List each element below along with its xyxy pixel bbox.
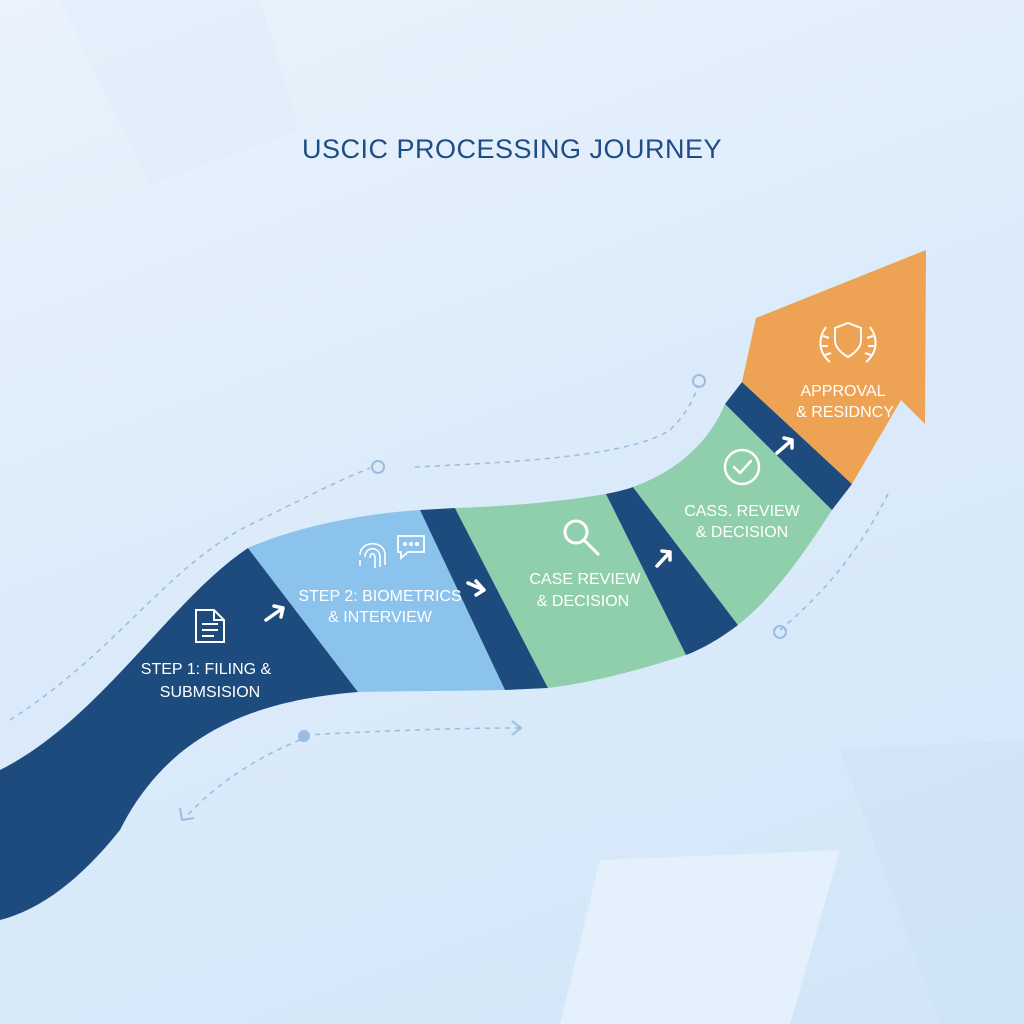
ribbon-segment-filing (0, 548, 358, 920)
chat-bubble-icon (397, 535, 425, 560)
document-icon (195, 609, 225, 643)
step-arrows (264, 436, 794, 622)
step-1-label-line2: SUBMSISION (160, 684, 260, 701)
ribbon-arrow-approval (742, 250, 926, 484)
step-2-label-line1: STEP 2: BIOMETRICS (298, 588, 461, 605)
ribbon-segment-review-2 (633, 404, 832, 625)
ribbon-divider-1 (420, 508, 548, 690)
step-3-label-line1: CASE REVIEW (529, 571, 641, 588)
shield-laurel-icon (819, 321, 877, 363)
arrow-icon (775, 436, 794, 455)
step-5-label-line2: & RESIDNCY (796, 404, 894, 421)
ribbon-segment-biometrics (248, 510, 505, 692)
fingerprint-icon (359, 542, 386, 568)
step-1-label-line1: STEP 1: FILING & (141, 661, 272, 678)
step-4-label-line2: & DECISION (696, 524, 788, 541)
arrow-icon (264, 604, 285, 622)
connector-nodes (298, 374, 787, 742)
arrow-icon (655, 549, 672, 568)
arrow-icon (466, 579, 486, 597)
ribbon-segment-review-1 (455, 494, 686, 688)
connector-arrowheads (179, 720, 523, 822)
dashed-connectors (9, 384, 891, 819)
ribbon-divider-3 (725, 382, 852, 510)
magnifier-icon (563, 519, 600, 556)
step-2-label-line2: & INTERVIEW (328, 609, 433, 626)
step-5-label-line1: APPROVAL (800, 383, 885, 400)
step-4-label-line1: CASS. REVIEW (684, 503, 800, 520)
page-title: USCIC PROCESSING JOURNEY (301, 134, 723, 164)
checkmark-circle-icon (723, 448, 761, 486)
step-3-label-line2: & DECISION (537, 593, 629, 610)
ribbon-divider-2 (606, 487, 738, 655)
